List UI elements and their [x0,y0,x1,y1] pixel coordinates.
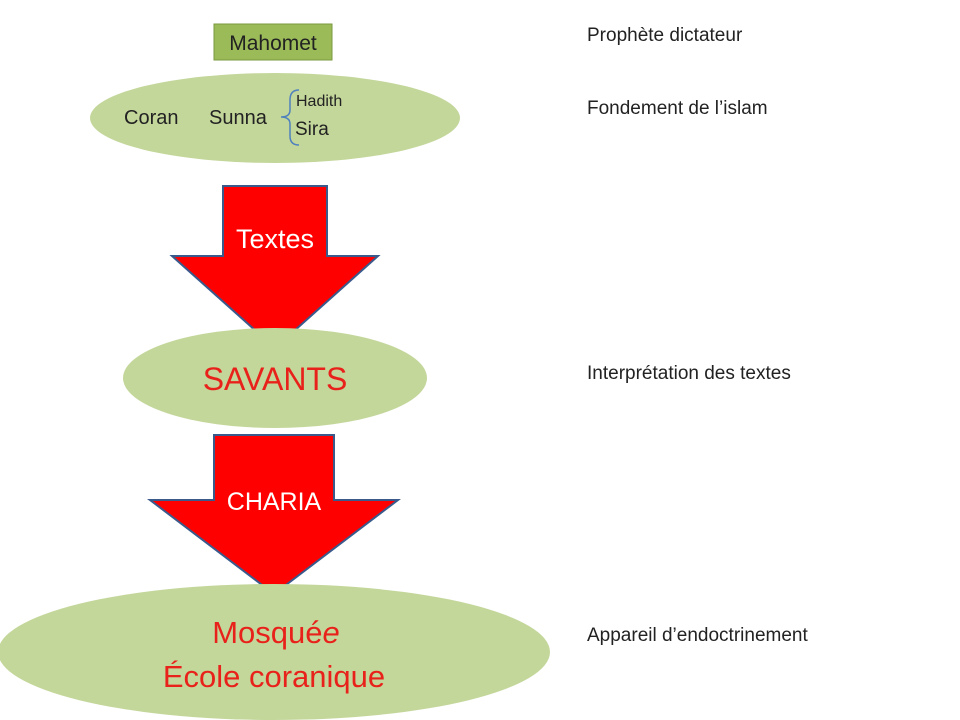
sources-ellipse [90,73,460,163]
side-label-prophet: Prophète dictateur [587,25,743,46]
institutions-ellipse [0,584,550,720]
mosquee-label: Mosquée [212,615,340,650]
side-label-interpretation: Interprétation des textes [587,363,791,384]
charia-arrow: CHARIA [147,434,401,596]
sources-node: Coran Sunna Hadith Sira [90,73,460,163]
textes-arrow: Textes [169,185,381,350]
coran-label: Coran [124,107,178,129]
mahomet-node: Mahomet [213,23,333,61]
savants-node: SAVANTS [123,328,427,428]
charia-arrow-outline [147,434,401,596]
textes-label: Textes [236,224,314,254]
sira-label: Sira [295,119,329,140]
savants-ellipse [123,328,427,428]
sunna-label: Sunna [209,107,268,129]
mosquee-label-italic: e [323,615,340,650]
mahomet-box [213,23,333,61]
mahomet-label: Mahomet [229,32,317,55]
hadith-label: Hadith [296,93,342,110]
savants-label: SAVANTS [203,361,348,397]
textes-arrow-outline [169,185,381,350]
textes-arrow-shape [172,186,378,348]
charia-label: CHARIA [227,488,322,516]
ecole-label: École coranique [163,659,385,694]
mosquee-label-main: Mosqué [212,615,322,650]
institutions-node: Mosquée École coranique [0,584,550,720]
sunna-brace [280,89,300,146]
side-label-foundation: Fondement de l’islam [587,98,768,119]
charia-arrow-shape [150,435,398,594]
side-label-apparatus: Appareil d’endoctrinement [587,625,808,646]
